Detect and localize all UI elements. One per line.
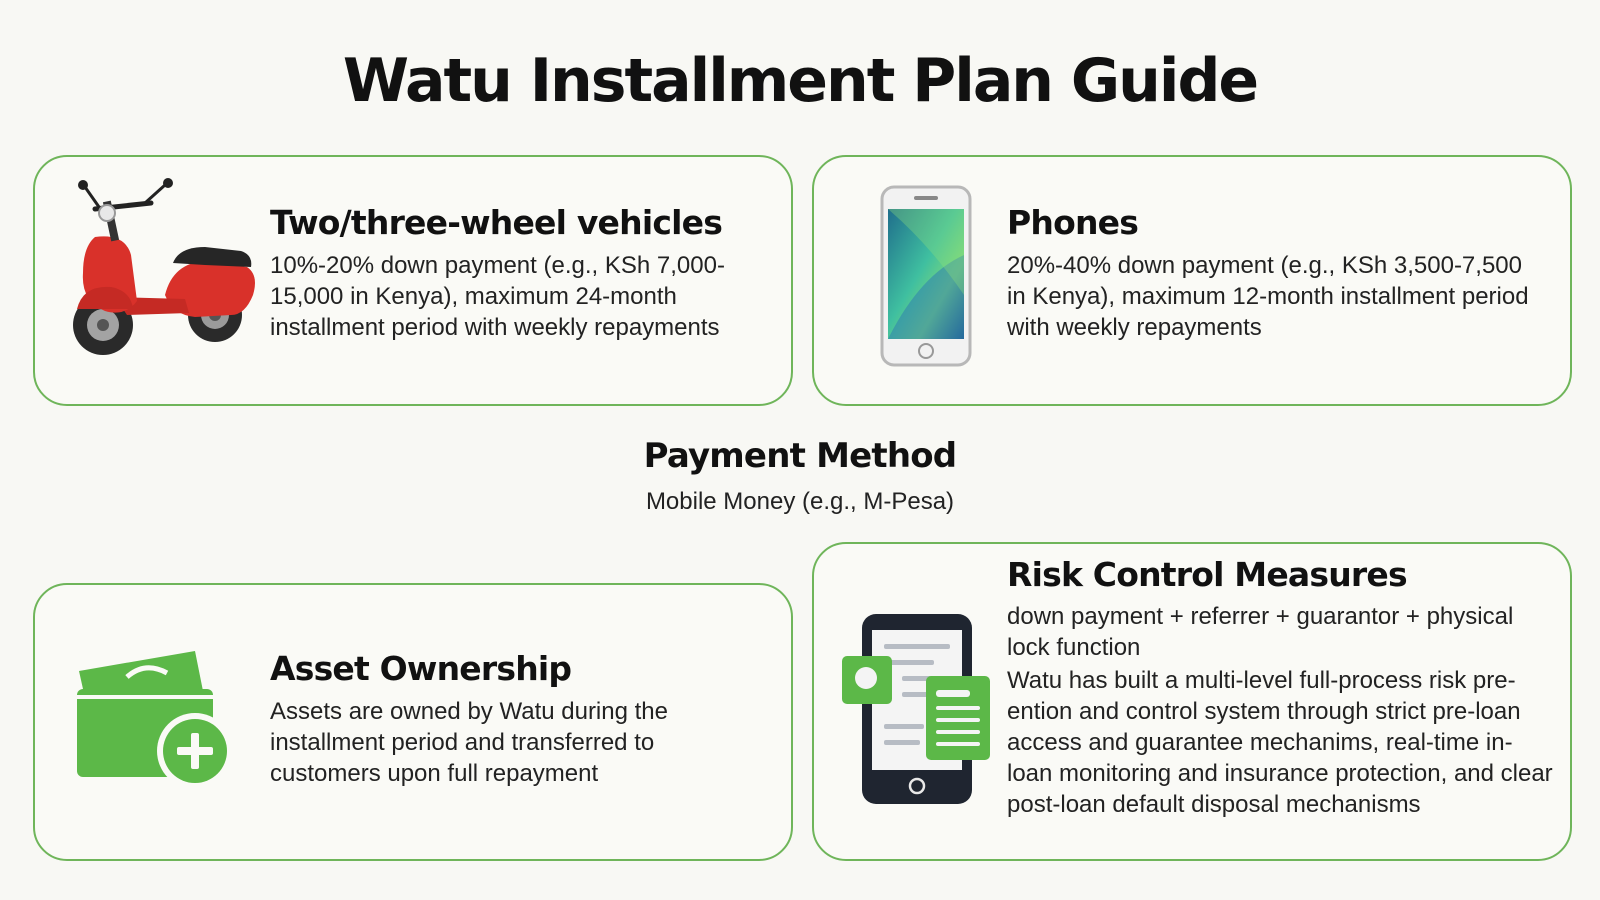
card-description: 20%-40% down payment (e.g., KSh 3,500-7,… — [1007, 252, 1529, 341]
card-title: Asset Ownership — [270, 649, 572, 688]
card-vehicles: Two/three-wheel vehicles 10%-20% down pa… — [33, 155, 793, 406]
card-risk-control: Risk Control Measures down payment + ref… — [812, 542, 1572, 861]
card-asset-ownership: Asset Ownership Assets are owned by Watu… — [33, 583, 793, 861]
card-title: Two/three-wheel vehicles — [270, 203, 723, 242]
card-description-summary: down payment + referrer + guarantor + ph… — [1007, 603, 1514, 661]
payment-method-heading: Payment Method — [643, 436, 958, 476]
page-title: Watu Installment Plan Guide — [342, 46, 1259, 116]
card-title: Phones — [1007, 203, 1139, 242]
card-description: 10%-20% down payment (e.g., KSh 7,000-15… — [270, 252, 725, 341]
wallet-plus-icon — [77, 651, 233, 789]
card-title: Risk Control Measures — [1007, 555, 1408, 594]
card-phones: Phones 20%-40% down payment (e.g., KSh 3… — [812, 155, 1572, 406]
card-description: Assets are owned by Watu during the inst… — [270, 698, 668, 787]
scooter-icon — [73, 178, 255, 355]
payment-method-detail: Mobile Money (e.g., M-Pesa) — [645, 488, 955, 515]
phone-document-icon — [842, 614, 990, 804]
card-description-detail: Watu has built a multi-level full-proces… — [1007, 667, 1553, 818]
smartphone-icon — [880, 185, 972, 367]
